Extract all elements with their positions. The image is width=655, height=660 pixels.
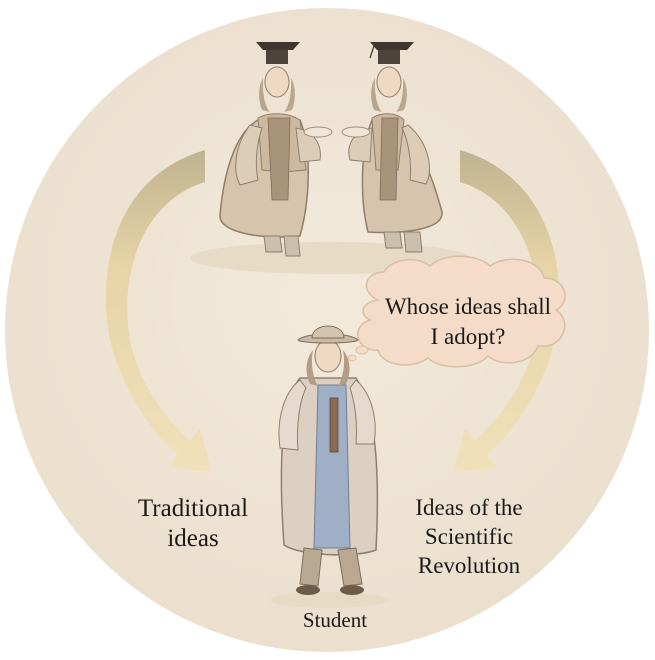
thought-bubble-line: I adopt? [430,323,506,349]
scholar-right-figure [341,42,443,253]
scholar-left-figure [219,42,333,257]
traditional-arrow [105,150,212,472]
student-ground [270,592,390,608]
traditional-ideas-label: Traditional ideas [118,494,268,553]
traditional-label-line: ideas [167,524,219,552]
thought-bubble-line: Whose ideas shall [384,294,552,319]
traditional-label-line: Traditional [137,495,249,522]
student-figure [278,325,379,595]
scientific-label-line: Ideas of the [415,495,523,520]
scientific-arrow [453,150,560,472]
thought-bubble-text: Whose ideas shall I adopt? [368,292,568,352]
scientific-label-line: Scientific [424,523,514,549]
student-label: Student [302,608,368,632]
scientific-revolution-label: Ideas of the Scientific Revolution [388,494,550,580]
scientific-label-line: Revolution [417,552,521,578]
thought-bubble [347,255,566,368]
